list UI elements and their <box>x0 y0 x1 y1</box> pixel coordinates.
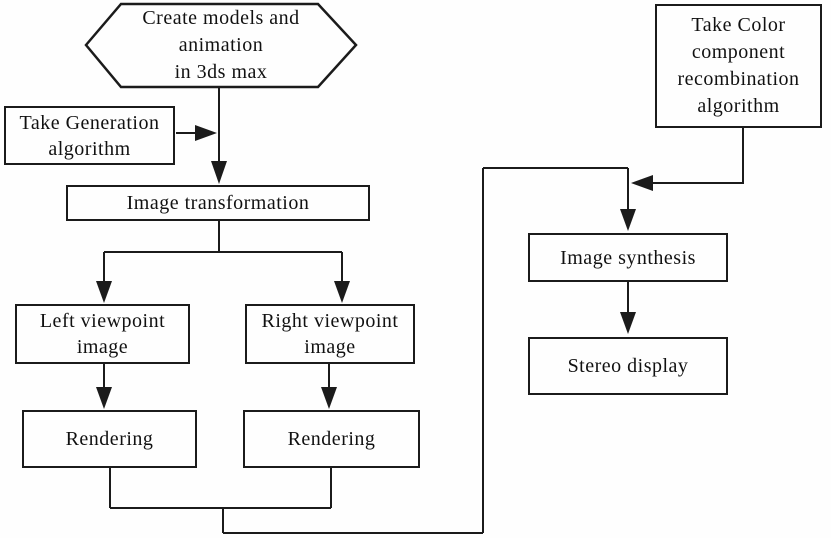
node-rendering-right: Rendering <box>243 410 420 468</box>
edge-rendering-merge-to-synthesis <box>109 167 636 534</box>
edge-transformation-split <box>96 221 350 303</box>
edge-synthesis-to-stereo <box>620 282 636 334</box>
node-image-synthesis: Image synthesis <box>528 233 728 282</box>
hexagon-shape <box>84 2 358 89</box>
arrowhead-left-icon <box>631 175 653 191</box>
arrowhead-right-icon <box>195 125 217 141</box>
arrowhead-down-icon <box>211 161 227 184</box>
node-stereo-display: Stereo display <box>528 337 728 395</box>
arrowhead-down-icon <box>620 209 636 231</box>
edge-generation-to-junction <box>176 125 217 141</box>
edge-hexagon-to-transformation <box>211 87 227 184</box>
edge-color-to-junction <box>631 128 744 191</box>
node-rendering-left: Rendering <box>22 410 197 468</box>
node-right-viewpoint-image: Right viewpoint image <box>245 304 415 364</box>
node-create-models-animation: Create models and animation in 3ds max <box>142 6 300 83</box>
arrowhead-down-icon <box>321 387 337 409</box>
node-take-color-recombination-algorithm: Take Color component recombination algor… <box>655 4 822 128</box>
node-take-generation-algorithm: Take Generation algorithm <box>4 106 175 165</box>
node-image-transformation: Image transformation <box>66 185 370 221</box>
arrowhead-down-icon <box>620 312 636 334</box>
arrowhead-down-icon <box>96 387 112 409</box>
edge-viewpoints-to-rendering <box>96 364 337 409</box>
arrowhead-down-icon <box>334 281 350 303</box>
arrowhead-down-icon <box>96 281 112 303</box>
node-left-viewpoint-image: Left viewpoint image <box>15 304 190 364</box>
